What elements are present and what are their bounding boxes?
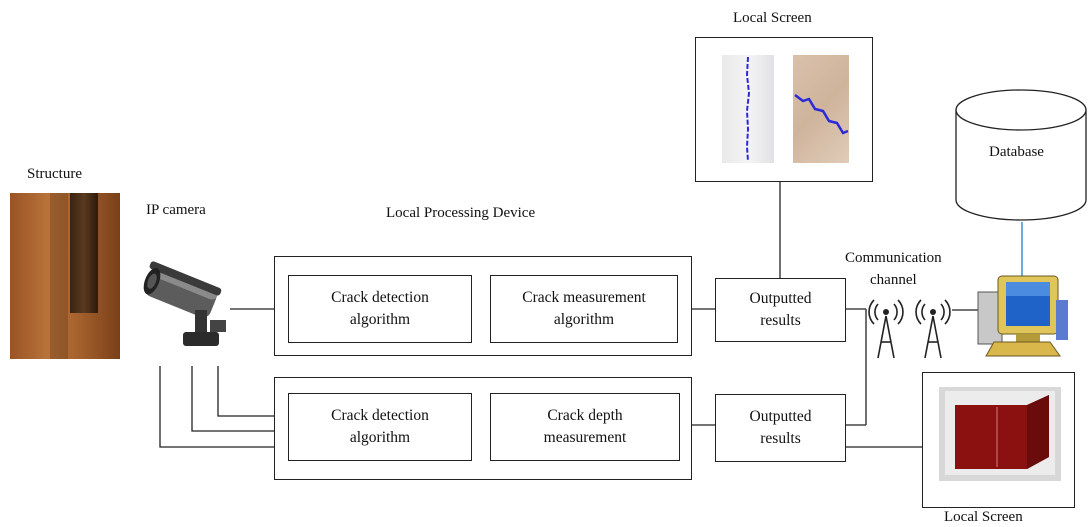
bottom-crack-depth-text: Crack depth measurement bbox=[543, 406, 627, 446]
structure-label: Structure bbox=[27, 166, 82, 182]
top-crack-measurement-text: Crack measurement algorithm bbox=[522, 288, 646, 328]
ip-camera-label: IP camera bbox=[146, 202, 206, 218]
local-screen-bottom bbox=[922, 372, 1075, 508]
communication-channel-label: Communication channel bbox=[845, 250, 942, 288]
structure-dark-frame bbox=[70, 193, 98, 313]
bottom-crack-depth-block: Crack depth measurement bbox=[490, 393, 680, 461]
structure-shadow bbox=[50, 193, 68, 359]
ip-camera-icon bbox=[135, 260, 235, 360]
top-outputted-results-text: Outputted results bbox=[749, 289, 812, 329]
crack-image-diagonal bbox=[793, 55, 849, 163]
top-crack-measurement-block: Crack measurement algorithm bbox=[490, 275, 678, 343]
local-screen-top bbox=[695, 37, 873, 182]
bottom-crack-detection-block: Crack detection algorithm bbox=[288, 393, 472, 461]
top-outputted-results: Outputted results bbox=[715, 278, 846, 342]
database-label: Database bbox=[989, 144, 1044, 160]
3d-plot-image bbox=[939, 387, 1061, 481]
top-crack-detection-block: Crack detection algorithm bbox=[288, 275, 472, 343]
bottom-outputted-results-text: Outputted results bbox=[749, 407, 812, 447]
local-processing-device-label: Local Processing Device bbox=[386, 205, 536, 221]
database-cylinder-icon bbox=[954, 88, 1088, 226]
bottom-crack-detection-text: Crack detection algorithm bbox=[331, 406, 429, 446]
structure-photo bbox=[10, 193, 120, 359]
bottom-outputted-results: Outputted results bbox=[715, 394, 846, 462]
computer-icon bbox=[976, 270, 1071, 358]
antenna-icon bbox=[866, 296, 906, 360]
local-screen-bottom-label: Local Screen bbox=[944, 509, 1023, 525]
antenna-icon-2 bbox=[913, 296, 953, 360]
top-crack-detection-text: Crack detection algorithm bbox=[331, 288, 429, 328]
local-screen-top-label: Local Screen bbox=[733, 10, 812, 26]
crack-image-vertical bbox=[722, 55, 774, 163]
